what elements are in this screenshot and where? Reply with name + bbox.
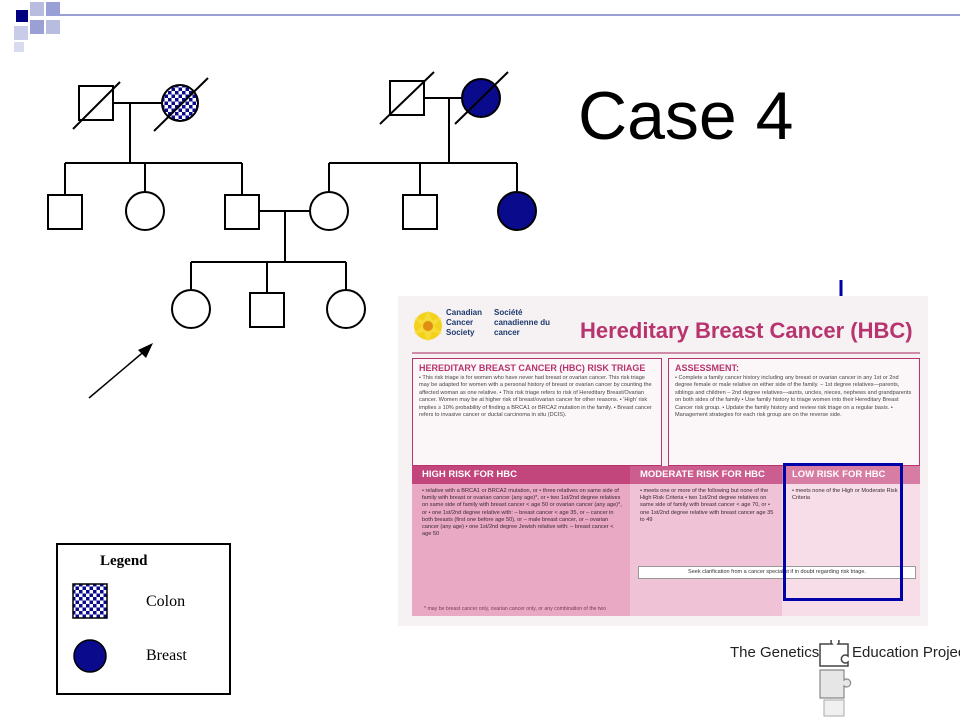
- seek-clarification-note: Seek clarification from a cancer special…: [638, 566, 916, 579]
- slide-title: Case 4: [578, 78, 794, 154]
- daffodil-logo-icon: [414, 310, 442, 342]
- moderate-risk-text: • meets one or more of the following but…: [640, 488, 774, 523]
- pedigree-aunt-maternal-affected: [497, 191, 537, 231]
- pedigree-sister: [326, 289, 366, 329]
- legend-box: Legend Colon Breast: [56, 543, 231, 695]
- hbc-reference-card: Canadian Cancer Society Société canadien…: [398, 296, 928, 626]
- org-name-english: Canadian Cancer Society: [446, 308, 483, 337]
- risk-triage-panel: HEREDITARY BREAST CANCER (HBC) RISK TRIA…: [412, 358, 662, 466]
- card-divider: [412, 352, 920, 354]
- legend-title: Legend: [100, 553, 148, 569]
- high-risk-text: • relative with a BRCA1 or BRCA2 mutatio…: [422, 488, 622, 538]
- low-risk-highlight-box: [783, 463, 903, 601]
- low-risk-text: • meets none of the High or Moderate Ris…: [792, 488, 898, 502]
- checkered-square-icon: [72, 583, 108, 619]
- low-risk-column: LOW RISK FOR HBC • meets none of the Hig…: [782, 466, 920, 616]
- assessment-panel: ASSESSMENT: • Complete a family cancer h…: [668, 358, 920, 466]
- corner-decoration: [14, 2, 960, 52]
- pedigree-grandfather-paternal: [78, 85, 114, 121]
- pedigree-grandmother-paternal: [161, 84, 199, 122]
- risk-triage-text: • This risk triage is for women who have…: [419, 375, 652, 419]
- pedigree-chart: [47, 71, 537, 329]
- card-footnote: * may be breast cancer only, ovarian can…: [424, 606, 607, 612]
- high-risk-title: HIGH RISK FOR HBC: [412, 466, 630, 484]
- low-risk-title: LOW RISK FOR HBC: [782, 466, 920, 484]
- genetics-education-project-logo: The Genetics Education Project: [728, 640, 960, 720]
- pedigree-mother: [309, 191, 349, 231]
- logo-text-right: Education Project: [852, 644, 960, 661]
- org-name-french: Société canadienne du cancer: [494, 308, 551, 337]
- moderate-risk-title: MODERATE RISK FOR HBC: [630, 466, 782, 484]
- assessment-text: • Complete a family cancer history inclu…: [675, 375, 912, 419]
- pedigree-uncle-paternal: [47, 194, 83, 230]
- pedigree-aunt-paternal: [125, 191, 165, 231]
- puzzle-pieces-icon: [819, 640, 852, 717]
- legend-label-breast: Breast: [146, 647, 187, 664]
- pedigree-father: [224, 194, 260, 230]
- logo-text-left: The Genetics: [730, 644, 820, 661]
- pedigree-brother: [249, 292, 285, 328]
- card-heading: Hereditary Breast Cancer (HBC): [580, 318, 913, 343]
- high-risk-column: HIGH RISK FOR HBC • relative with a BRCA…: [412, 466, 630, 616]
- risk-triage-title: HEREDITARY BREAST CANCER (HBC) RISK TRIA…: [419, 363, 646, 373]
- pedigree-proband: [171, 289, 211, 329]
- pedigree-uncle-maternal: [402, 194, 438, 230]
- legend-label-colon: Colon: [146, 593, 186, 610]
- filled-circle-icon: [73, 639, 107, 673]
- moderate-risk-column: MODERATE RISK FOR HBC • meets one or mor…: [630, 466, 782, 616]
- assessment-title: ASSESSMENT:: [675, 363, 740, 373]
- proband-arrow: [88, 343, 153, 399]
- risk-categories: HIGH RISK FOR HBC • relative with a BRCA…: [412, 466, 920, 616]
